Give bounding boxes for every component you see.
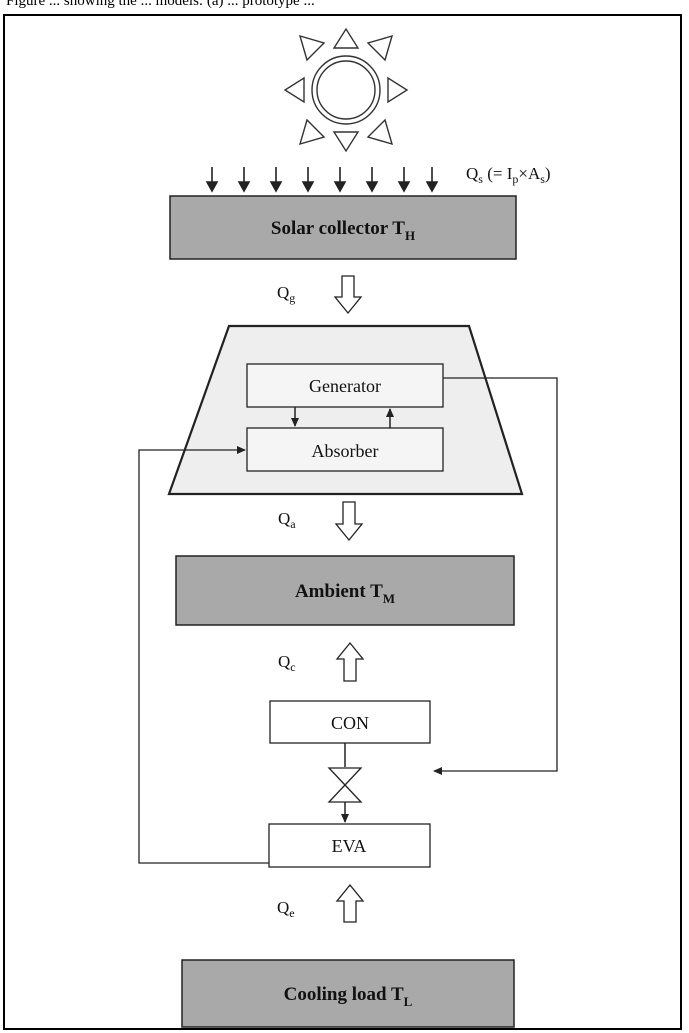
cooling-load-block: Cooling load TL	[181, 959, 515, 1028]
qa-label: Qa	[278, 509, 296, 531]
expansion-valve-icon	[327, 767, 363, 803]
sun-icon	[283, 27, 409, 153]
evaporator-box: EVA	[268, 823, 431, 868]
absorber-label: Absorber	[312, 441, 379, 461]
qg-hollow-arrow-icon	[333, 275, 363, 315]
ambient-label: Ambient TM	[295, 581, 395, 606]
evaporator-label: EVA	[332, 836, 367, 856]
radiation-arrows	[205, 167, 439, 193]
qa-hollow-arrow-icon	[334, 501, 364, 542]
qg-label: Qg	[277, 283, 295, 305]
generator-to-condenser-line	[433, 377, 558, 775]
evaporator-to-absorber-line	[138, 446, 269, 864]
qc-hollow-arrow-icon	[335, 641, 365, 682]
condenser-label: CON	[331, 713, 369, 733]
ambient-block: Ambient TM	[175, 555, 515, 626]
figure-caption: Figure ... showing the ... models: (a) .…	[6, 0, 315, 9]
cooling-load-label: Cooling load TL	[284, 984, 413, 1009]
solar-collector-block: Solar collector TH	[169, 195, 517, 260]
qc-label: Qc	[278, 652, 296, 674]
condenser-box: CON	[269, 700, 431, 744]
qe-hollow-arrow-icon	[335, 883, 365, 923]
generator-label: Generator	[309, 376, 381, 396]
qs-label: Qs (= Ip×As)	[466, 164, 551, 186]
solar-collector-label: Solar collector TH	[271, 218, 415, 243]
generator-box: Generator	[246, 363, 444, 408]
absorber-box: Absorber	[246, 427, 444, 472]
qe-label: Qe	[277, 898, 295, 920]
